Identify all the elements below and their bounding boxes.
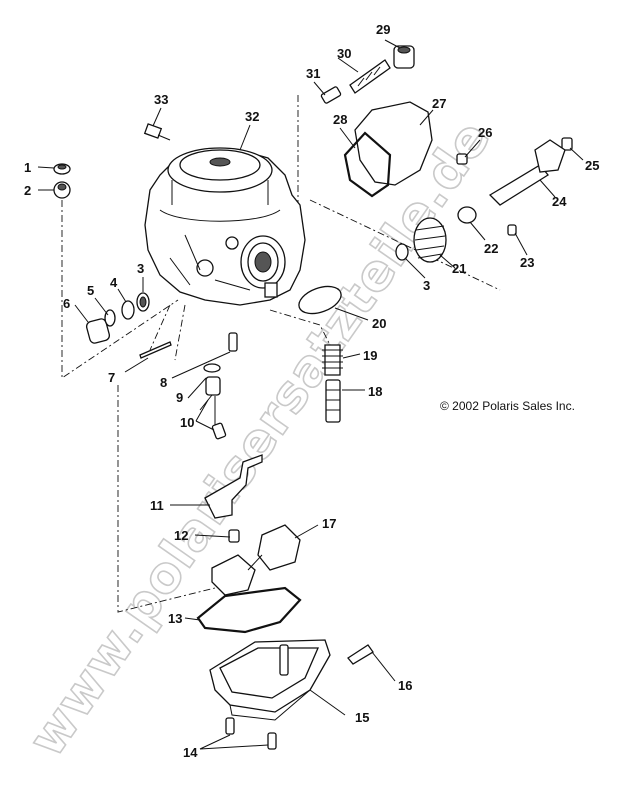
throttle-shaft bbox=[488, 164, 549, 206]
callout-1: 1 bbox=[24, 160, 31, 175]
coil-spring bbox=[413, 217, 447, 263]
callout-13: 13 bbox=[168, 611, 182, 626]
idle-screw bbox=[143, 123, 171, 141]
callout-19: 19 bbox=[363, 348, 377, 363]
callout-3: 3 bbox=[137, 261, 144, 276]
callout-20: 20 bbox=[372, 316, 386, 331]
callout-17: 17 bbox=[322, 516, 336, 531]
callout-26: 26 bbox=[478, 125, 492, 140]
callout-9: 9 bbox=[176, 390, 183, 405]
bowl-screws bbox=[225, 717, 277, 750]
copyright-notice: © 2002 Polaris Sales Inc. bbox=[440, 399, 575, 413]
float-part bbox=[211, 524, 301, 596]
callout-12: 12 bbox=[174, 528, 188, 543]
small-screw bbox=[507, 224, 517, 236]
gasket-part bbox=[196, 586, 302, 634]
callout-6: 6 bbox=[63, 296, 70, 311]
pump-parts bbox=[85, 292, 150, 344]
leader-lines bbox=[37, 39, 584, 750]
throttle-washer bbox=[395, 243, 409, 261]
callout-16: 16 bbox=[398, 678, 412, 693]
needle-spring bbox=[322, 344, 343, 423]
adjuster-parts bbox=[320, 45, 415, 104]
drain-screw bbox=[347, 644, 374, 665]
callout-8: 8 bbox=[160, 375, 167, 390]
callout-4: 4 bbox=[110, 275, 118, 290]
needle-part bbox=[139, 341, 172, 359]
callout-14: 14 bbox=[183, 745, 198, 760]
callout-7: 7 bbox=[108, 370, 115, 385]
bracket-part bbox=[204, 454, 263, 519]
callout-18: 18 bbox=[368, 384, 382, 399]
callout-15: 15 bbox=[355, 710, 369, 725]
callout-5: 5 bbox=[87, 283, 94, 298]
callout-10: 10 bbox=[180, 415, 194, 430]
shaft-cap bbox=[561, 137, 573, 151]
diaphragm-disc bbox=[298, 285, 342, 315]
callout-31: 31 bbox=[306, 66, 320, 81]
callout-33: 33 bbox=[154, 92, 168, 107]
callout-32: 32 bbox=[245, 109, 259, 124]
callout-24: 24 bbox=[552, 194, 567, 209]
callout-22: 22 bbox=[484, 241, 498, 256]
jet-parts bbox=[199, 332, 238, 440]
callout-labels: 1 2 3 4 5 6 7 8 9 10 11 12 13 14 15 16 1… bbox=[24, 22, 599, 760]
callout-29: 29 bbox=[376, 22, 390, 37]
float-bowl bbox=[209, 639, 331, 721]
carburetor-body bbox=[144, 147, 306, 306]
callout-30: 30 bbox=[337, 46, 351, 61]
top-cover bbox=[354, 101, 433, 186]
cover-o-ring bbox=[343, 131, 392, 198]
washer-part bbox=[53, 181, 71, 199]
seal-part bbox=[457, 206, 477, 224]
throttle-lever bbox=[534, 139, 566, 173]
callout-25: 25 bbox=[585, 158, 599, 173]
cover-screw bbox=[456, 153, 468, 165]
callout-11: 11 bbox=[150, 498, 164, 513]
callout-28: 28 bbox=[333, 112, 347, 127]
cap-part bbox=[53, 163, 71, 175]
callout-27: 27 bbox=[432, 96, 446, 111]
callout-3-throttle: 3 bbox=[423, 278, 430, 293]
callout-21: 21 bbox=[452, 261, 466, 276]
callout-2: 2 bbox=[24, 183, 31, 198]
screw-part bbox=[228, 529, 240, 543]
callout-23: 23 bbox=[520, 255, 534, 270]
